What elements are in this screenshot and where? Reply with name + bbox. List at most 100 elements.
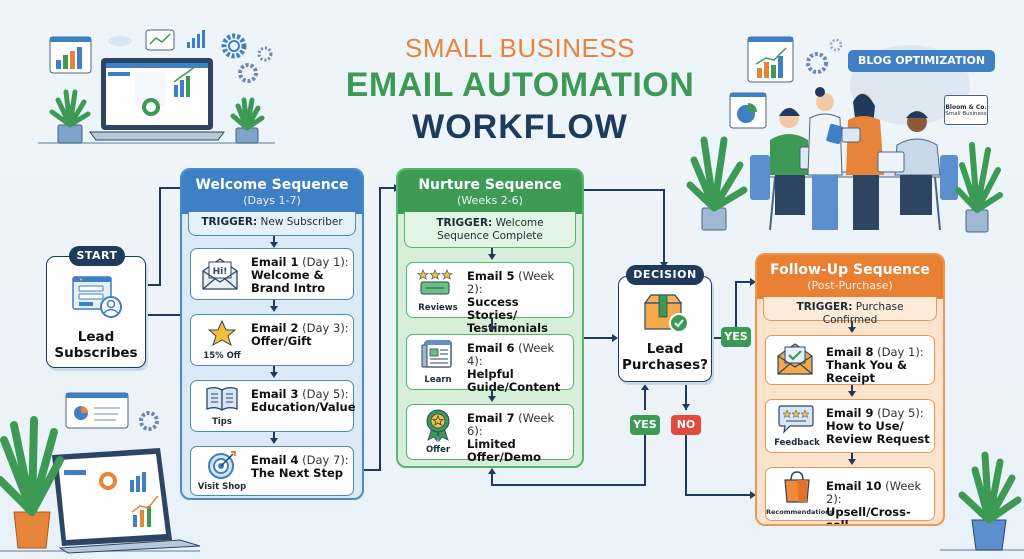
email-text: Email 5 (Week 2): Success Stories/ Testi… bbox=[467, 270, 569, 335]
trigger-label: TRIGGER: bbox=[201, 216, 258, 228]
icon-caption: Tips bbox=[212, 417, 232, 427]
email-text: Email 2 (Day 3): Offer/Gift bbox=[251, 322, 349, 348]
icon-caption: 15% Off bbox=[203, 351, 241, 361]
decision-no-badge: NO bbox=[671, 415, 701, 435]
icon-caption: Visit Shop bbox=[197, 482, 247, 492]
flow-connectors bbox=[146, 187, 752, 496]
welcome-trigger: TRIGGER: New Subscriber bbox=[188, 212, 356, 236]
newsletter-icon bbox=[421, 340, 452, 368]
email-text: Email 10 (Week 2): Upsell/Cross-sell bbox=[826, 479, 930, 526]
email-name: Email 7 bbox=[467, 411, 515, 425]
trigger-value: Welcome Sequence Complete bbox=[437, 217, 544, 242]
decision-yes-down-badge: YES bbox=[630, 415, 660, 435]
decision-node[interactable]: DECISION Lead Purchases? bbox=[618, 265, 712, 382]
email-name: Email 10 bbox=[826, 479, 882, 493]
email-text: Email 7 (Week 6): Limited Offer/Demo bbox=[467, 412, 569, 464]
welcome-title: Welcome Sequence bbox=[195, 177, 349, 193]
trigger-value: Purchase Confirmed bbox=[822, 301, 904, 326]
book-icon bbox=[206, 387, 238, 411]
email-subject: Education/Value bbox=[251, 400, 356, 414]
title-line-3: WORKFLOW bbox=[412, 108, 628, 146]
email-timing: (Day 1): bbox=[302, 255, 349, 269]
email-card-4[interactable]: Visit Shop Email 4 (Day 7): The Next Ste… bbox=[190, 446, 354, 496]
email-name: Email 1 bbox=[251, 255, 299, 269]
welcome-header: Welcome Sequence (Days 1-7) bbox=[182, 170, 362, 214]
email-subject: Upsell/Cross-sell bbox=[826, 505, 911, 526]
review-stars-icon bbox=[417, 269, 453, 295]
connector-no-to-followup bbox=[685, 435, 752, 496]
icon-caption: Recommendations bbox=[766, 508, 834, 516]
decision-pill: DECISION bbox=[626, 265, 704, 285]
followup-title: Follow-Up Sequence bbox=[770, 262, 930, 278]
decision-label-line-2: Purchases? bbox=[622, 357, 708, 373]
hi-envelope-icon: Hi! bbox=[202, 258, 238, 290]
email-subject: Success Stories/ Testimonials bbox=[467, 295, 548, 335]
svg-text:Hi!: Hi! bbox=[213, 267, 228, 277]
start-label-line-2: Subscribes bbox=[54, 345, 138, 361]
bloom-sub: Small Business bbox=[945, 111, 987, 117]
email-text: Email 6 (Week 4): Helpful Guide/Content bbox=[467, 342, 569, 394]
email-timing: (Week 2): bbox=[467, 269, 555, 296]
icon-caption: Reviews bbox=[418, 303, 458, 313]
blog-optimization-label: BLOG OPTIMIZATION bbox=[848, 50, 996, 72]
email-name: Email 3 bbox=[251, 387, 299, 401]
email-card-6[interactable]: Learn Email 6 (Week 4): Helpful Guide/Co… bbox=[406, 334, 574, 394]
email-timing: (Day 7): bbox=[302, 453, 349, 467]
email-name: Email 6 bbox=[467, 341, 515, 355]
email-name: Email 2 bbox=[251, 321, 299, 335]
nurture-title: Nurture Sequence bbox=[418, 177, 562, 193]
award-ribbon-icon bbox=[426, 409, 450, 442]
email-subject: Thank You & Receipt bbox=[826, 358, 908, 385]
signup-form-user-icon bbox=[72, 276, 122, 318]
followup-trigger: TRIGGER: Purchase Confirmed bbox=[763, 297, 937, 326]
followup-header: Follow-Up Sequence (Post-Purchase) bbox=[757, 255, 943, 299]
trigger-label: TRIGGER: bbox=[796, 301, 853, 313]
email-card-2[interactable]: 15% Off Email 2 (Day 3): Offer/Gift bbox=[190, 314, 354, 366]
email-timing: (Day 1): bbox=[877, 345, 924, 359]
welcome-sequence: Welcome Sequence (Days 1-7) TRIGGER: New… bbox=[180, 168, 364, 500]
start-pill: START bbox=[69, 246, 125, 266]
icon-caption: Offer bbox=[425, 445, 451, 455]
trigger-label: TRIGGER: bbox=[436, 217, 493, 229]
email-timing: (Week 2): bbox=[826, 479, 922, 506]
connector-yes-back-to-nurture bbox=[491, 435, 646, 486]
nurture-header: Nurture Sequence (Weeks 2-6) bbox=[398, 170, 582, 214]
email-text: Email 1 (Day 1): Welcome & Brand Intro bbox=[251, 256, 349, 295]
email-timing: (Day 5): bbox=[877, 406, 924, 420]
email-name: Email 5 bbox=[467, 269, 515, 283]
title-line-2: EMAIL AUTOMATION bbox=[345, 66, 695, 104]
email-text: Email 9 (Day 5): How to Use/ Review Requ… bbox=[826, 407, 930, 446]
email-timing: (Day 3): bbox=[302, 321, 349, 335]
icon-caption: Learn bbox=[424, 375, 452, 385]
shopping-bag-icon bbox=[784, 471, 810, 503]
target-icon bbox=[208, 451, 236, 479]
box-check-icon bbox=[643, 294, 689, 333]
email-timing: (Day 5): bbox=[302, 387, 349, 401]
email-card-1[interactable]: Hi! Email 1 (Day 1): Welcome & Brand Int… bbox=[190, 248, 354, 300]
start-label-line-1: Lead bbox=[77, 329, 115, 345]
bloom-company-card: Bloom & Co. Small Business bbox=[944, 95, 988, 125]
email-card-10[interactable]: Recommendations Email 10 (Week 2): Upsel… bbox=[765, 467, 935, 524]
decision-label-line-1: Lead bbox=[646, 341, 684, 357]
title-line-1: SMALL BUSINESS bbox=[404, 33, 635, 63]
email-text: Email 8 (Day 1): Thank You & Receipt bbox=[826, 346, 930, 385]
email-name: Email 4 bbox=[251, 453, 299, 467]
email-card-9[interactable]: Feedback Email 9 (Day 5): How to Use/ Re… bbox=[765, 399, 935, 453]
email-card-3[interactable]: Tips Email 3 (Day 5): Education/Value bbox=[190, 380, 356, 432]
email-subject: Welcome & Brand Intro bbox=[251, 268, 326, 295]
laptop-analytics-illustration bbox=[0, 392, 201, 554]
nurture-sequence: Nurture Sequence (Weeks 2-6) TRIGGER: We… bbox=[396, 168, 584, 468]
welcome-subtitle: (Days 1-7) bbox=[243, 194, 301, 207]
start-node[interactable]: START Lead Subscribes bbox=[46, 246, 146, 368]
email-card-5[interactable]: Reviews Email 5 (Week 2): Success Storie… bbox=[406, 262, 574, 335]
email-subject: Helpful Guide/Content bbox=[467, 367, 561, 394]
nurture-subtitle: (Weeks 2-6) bbox=[457, 194, 523, 207]
email-card-8[interactable]: Email 8 (Day 1): Thank You & Receipt bbox=[765, 335, 935, 385]
email-text: Email 4 (Day 7): The Next Step bbox=[251, 454, 349, 480]
laptop-dashboard-illustration bbox=[38, 29, 275, 144]
email-subject: Limited Offer/Demo bbox=[467, 437, 541, 464]
email-card-7[interactable]: Offer Email 7 (Week 6): Limited Offer/De… bbox=[406, 404, 574, 464]
bloom-name: Bloom & Co. bbox=[945, 104, 987, 111]
star-icon bbox=[207, 319, 237, 347]
connector-nurture-to-decision bbox=[584, 189, 665, 262]
